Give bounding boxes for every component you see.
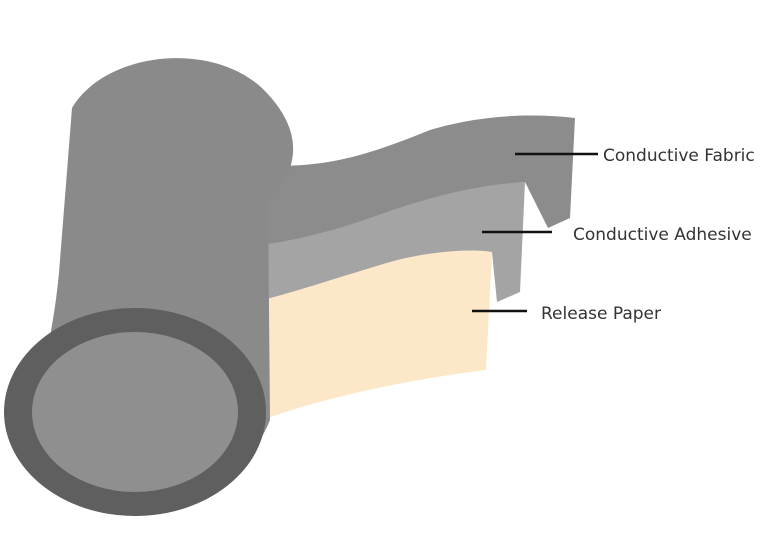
roll-end-inner-face xyxy=(32,332,238,492)
conductive-fabric-layer xyxy=(262,115,575,245)
release-paper-layer xyxy=(262,250,492,420)
conductive-adhesive-layer xyxy=(262,182,525,302)
label-conductive-adhesive: Conductive Adhesive xyxy=(573,225,752,245)
label-release-paper: Release Paper xyxy=(541,304,661,324)
label-conductive-fabric: Conductive Fabric xyxy=(603,146,755,166)
